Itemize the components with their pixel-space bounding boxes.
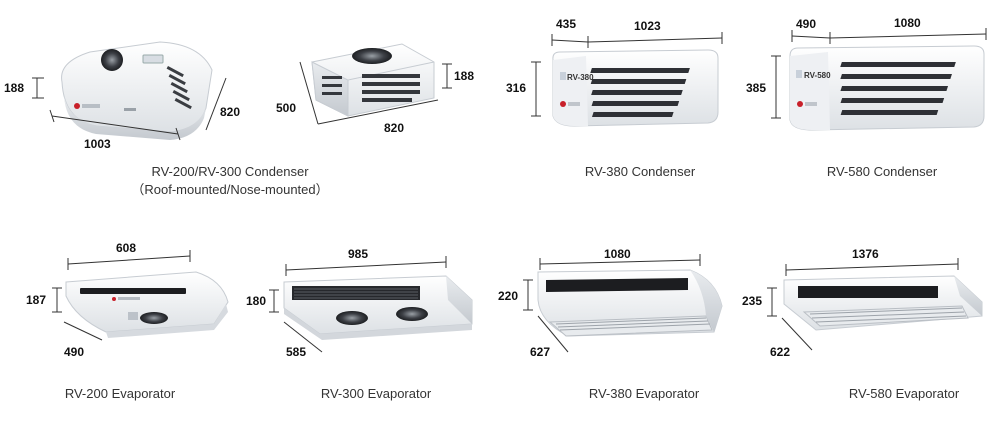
rv300-evaporator-image	[283, 275, 473, 340]
fan-icon	[352, 48, 392, 64]
dim-length: 1376	[852, 247, 879, 261]
dim-height: 235	[742, 294, 762, 308]
dim-length: 985	[348, 247, 368, 261]
dim-height: 316	[506, 81, 526, 95]
caption-rv200-300-condenser: RV-200/RV-300 Condenser （Roof-mounted/No…	[130, 163, 330, 199]
brand-logo-icon	[797, 101, 803, 107]
dim-depth: 435	[556, 17, 576, 31]
rv380-evaporator-dimensions: 1080 220 627	[498, 247, 701, 359]
rv580-condenser-dimensions: 385 490 1080	[746, 16, 987, 119]
dim-width: 500	[276, 101, 296, 115]
fan-icon	[101, 49, 123, 71]
caption-rv580-condenser: RV-580 Condenser	[826, 164, 938, 179]
caption-rv380-evaporator: RV-380 Evaporator	[588, 386, 700, 401]
caption-title: RV-200/RV-300 Condenser	[151, 164, 309, 179]
rv300-condenser-nose-dimensions: 188 500 820	[276, 61, 474, 135]
brand-logo-icon	[112, 297, 116, 301]
rv380-condenser-image: RV-380	[552, 49, 719, 127]
fan-icon	[336, 311, 368, 325]
model-badge: RV-580	[804, 71, 831, 80]
fan-icon	[140, 312, 168, 324]
dim-length: 1023	[634, 19, 661, 33]
dim-length: 1080	[894, 16, 921, 30]
dim-length: 1080	[604, 247, 631, 261]
dim-length: 1003	[84, 137, 111, 151]
dim-height: 385	[746, 81, 766, 95]
dim-width: 820	[220, 105, 240, 119]
brand-logo-icon	[560, 101, 566, 107]
dim-depth: 585	[286, 345, 306, 359]
rv580-evaporator-image	[783, 275, 983, 331]
caption-rv300-evaporator: RV-300 Evaporator	[320, 386, 432, 401]
rv580-condenser-image: RV-580	[789, 45, 985, 131]
dim-depth: 490	[796, 17, 816, 31]
caption-rv200-evaporator: RV-200 Evaporator	[64, 386, 176, 401]
dim-length: 820	[384, 121, 404, 135]
rv380-condenser-dimensions: 316 435 1023	[506, 17, 723, 117]
caption-rv380-condenser: RV-380 Condenser	[584, 164, 696, 179]
dim-depth: 490	[64, 345, 84, 359]
rv200-evaporator-image	[65, 271, 229, 338]
rv580-evaporator-dimensions: 1376 235 622	[742, 247, 959, 359]
rv300-evaporator-dimensions: 985 180 585	[246, 247, 447, 359]
dim-height: 188	[454, 69, 474, 83]
caption-rv580-evaporator: RV-580 Evaporator	[848, 386, 960, 401]
fan-icon	[396, 307, 428, 321]
model-badge: RV-380	[567, 73, 594, 82]
dim-height: 180	[246, 294, 266, 308]
dim-height: 188	[4, 81, 24, 95]
dim-height: 187	[26, 293, 46, 307]
brand-logo-icon	[74, 103, 80, 109]
dim-height: 220	[498, 289, 518, 303]
rv200-condenser-roof-image	[61, 41, 213, 140]
rv380-evaporator-image	[537, 269, 723, 337]
rv200-evaporator-dimensions: 608 187 490	[26, 241, 191, 359]
rv200-condenser-roof-dimensions: 188 1003 820	[4, 77, 240, 151]
dim-depth: 627	[530, 345, 550, 359]
dim-depth: 622	[770, 345, 790, 359]
rv300-condenser-nose-image	[311, 43, 435, 117]
caption-subtitle: （Roof-mounted/Nose-mounted）	[131, 182, 329, 197]
dim-length: 608	[116, 241, 136, 255]
